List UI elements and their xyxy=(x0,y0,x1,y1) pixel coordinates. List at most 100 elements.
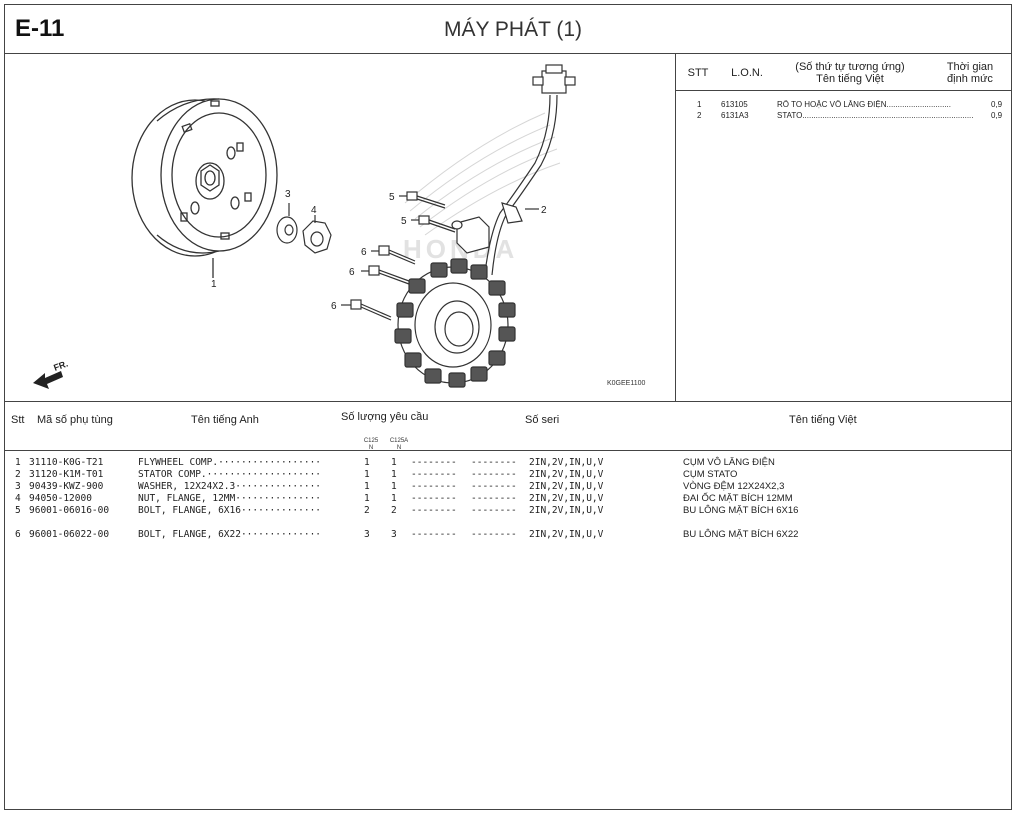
parts-cell-serial: 2IN,2V,IN,U,V xyxy=(529,457,604,468)
parts-cell-q1: 1 xyxy=(364,493,370,504)
lon-row: 1 613105 RÔ TO HOẶC VÔ LĂNG ĐIỆN........… xyxy=(675,100,1011,111)
parts-cell-q1: 1 xyxy=(364,457,370,468)
sheet-title-text: MÁY PHÁT (1) xyxy=(443,18,583,41)
parts-cell-name-vn: ĐAI ỐC MẶT BÍCH 12MM xyxy=(683,493,793,504)
lon-row-stt: 1 xyxy=(697,100,702,109)
nut-part xyxy=(302,215,332,254)
parts-cell-name-en: WASHER, 12X24X2.3··············· xyxy=(138,481,322,492)
lon-row-desc: RÔ TO HOẶC VÔ LĂNG ĐIỆN.................… xyxy=(777,100,951,109)
bolt-6-middle xyxy=(361,265,410,285)
col-header-name-en: Tên tiếng Anh xyxy=(191,414,259,426)
parts-cell-d2: -------- xyxy=(471,457,517,468)
parts-cell-name-en: BOLT, FLANGE, 6X22·············· xyxy=(138,529,322,540)
parts-cell-stt: 2 xyxy=(15,469,21,480)
parts-cell-q2: 1 xyxy=(391,481,397,492)
parts-cell-stt: 5 xyxy=(15,505,21,516)
bolt-5-upper xyxy=(399,191,446,209)
lon-header-desc-1: (Số thứ tự tương ứng) xyxy=(795,61,905,73)
col-header-part-no: Mã số phụ tùng xyxy=(37,414,113,426)
parts-row: 6 96001-06022-00 BOLT, FLANGE, 6X22·······… xyxy=(5,529,1011,541)
parts-cell-q2: 1 xyxy=(391,457,397,468)
parts-cell-q2: 1 xyxy=(391,493,397,504)
lon-row-time: 0,9 xyxy=(991,111,1003,120)
front-label: FR. xyxy=(52,359,69,373)
parts-cell-name-vn: VÒNG ĐỆM 12X24X2,3 xyxy=(683,481,785,492)
sheet-code: E-11 xyxy=(15,15,65,42)
pulser-bracket xyxy=(451,216,490,254)
parts-cell-q1: 1 xyxy=(364,469,370,480)
parts-cell-part-no: 94050-12000 xyxy=(29,493,92,504)
lon-row-time: 0,9 xyxy=(991,100,1003,109)
flywheel-part xyxy=(131,98,278,278)
parts-cell-q1: 1 xyxy=(364,481,370,492)
parts-row: 5 96001-06016-00 BOLT, FLANGE, 6X16·······… xyxy=(5,505,1011,517)
parts-cell-q2: 1 xyxy=(391,469,397,480)
parts-cell-serial: 2IN,2V,IN,U,V xyxy=(529,469,604,480)
exploded-diagram: HONDA 1 xyxy=(5,53,676,401)
parts-sheet: E-11 MÁY PHÁT (1) HONDA xyxy=(4,4,1012,810)
parts-cell-d2: -------- xyxy=(471,481,517,492)
parts-cell-d2: -------- xyxy=(471,529,517,540)
drawing-code: K0GEE1100 xyxy=(607,380,646,387)
callout-6c: 6 xyxy=(331,301,337,312)
parts-cell-serial: 2IN,2V,IN,U,V xyxy=(529,481,604,492)
parts-cell-q1: 2 xyxy=(364,505,370,516)
parts-cell-d2: -------- xyxy=(471,505,517,516)
parts-cell-serial: 2IN,2V,IN,U,V xyxy=(529,529,604,540)
sheet-title: MÁY PHÁT (1) xyxy=(5,18,1011,42)
parts-cell-d2: -------- xyxy=(471,469,517,480)
parts-cell-d1: -------- xyxy=(411,505,457,516)
lon-header-stt: STT xyxy=(687,67,709,79)
parts-cell-part-no: 90439-KWZ-900 xyxy=(29,481,104,492)
parts-cell-name-vn: CỤM STATO xyxy=(683,469,738,480)
parts-cell-name-en: BOLT, FLANGE, 6X16·············· xyxy=(138,505,322,516)
parts-cell-part-no: 96001-06022-00 xyxy=(29,529,110,540)
callout-2: 2 xyxy=(541,205,547,216)
lon-row-code: 613105 xyxy=(721,100,748,109)
parts-cell-q2: 3 xyxy=(391,529,397,540)
parts-cell-d2: -------- xyxy=(471,493,517,504)
callout-5b: 5 xyxy=(401,216,407,227)
callout-6b: 6 xyxy=(349,267,355,278)
bolt-5-lower xyxy=(411,215,456,233)
callout-4: 4 xyxy=(311,205,317,216)
stator-wire-harness xyxy=(484,64,576,276)
parts-cell-name-vn: BU LÔNG MẶT BÍCH 6X22 xyxy=(683,529,799,540)
parts-row: 2 31120-K1M-T01 STATOR COMP.··············… xyxy=(5,469,1011,481)
parts-table-header: Stt Mã số phụ tùng Tên tiếng Anh Số lượn… xyxy=(5,401,1011,451)
parts-cell-stt: 6 xyxy=(15,529,21,540)
parts-cell-stt: 1 xyxy=(15,457,21,468)
lon-row-code: 6131A3 xyxy=(721,111,749,120)
stator-part xyxy=(394,258,516,388)
parts-row: 3 90439-KWZ-900 WASHER, 12X24X2.3·········… xyxy=(5,481,1011,493)
bolt-6-top xyxy=(371,245,416,265)
col-header-serial: Số seri xyxy=(525,414,560,426)
parts-cell-stt: 4 xyxy=(15,493,21,504)
lon-row-desc: STATO...................................… xyxy=(777,111,974,120)
lon-row-stt: 2 xyxy=(697,111,702,120)
washer-part xyxy=(276,203,298,244)
lon-header-time-1: Thời gian xyxy=(946,61,994,73)
callout-6a: 6 xyxy=(361,247,367,258)
parts-cell-stt: 3 xyxy=(15,481,21,492)
sheet-header: E-11 MÁY PHÁT (1) xyxy=(5,5,1011,54)
col-header-qty: Số lượng yêu cầu xyxy=(341,411,429,423)
parts-cell-d1: -------- xyxy=(411,493,457,504)
honda-wing-watermark xyxy=(404,112,561,236)
parts-cell-name-en: STATOR COMP.···················· xyxy=(138,469,322,480)
parts-cell-d1: -------- xyxy=(411,469,457,480)
col-header-stt: Stt xyxy=(11,414,25,426)
labor-operation-table: STT L.O.N. (Số thứ tự tương ứng) Tên tiế… xyxy=(675,53,1011,401)
callout-5a: 5 xyxy=(389,192,395,203)
parts-cell-name-vn: BU LÔNG MẶT BÍCH 6X16 xyxy=(683,505,799,516)
parts-cell-q1: 3 xyxy=(364,529,370,540)
bolt-6-bottom xyxy=(341,299,392,321)
parts-cell-part-no: 31120-K1M-T01 xyxy=(29,469,104,480)
parts-cell-part-no: 96001-06016-00 xyxy=(29,505,110,516)
lon-row: 2 6131A3 STATO..........................… xyxy=(675,111,1011,122)
lon-header-divider xyxy=(675,90,1011,91)
lon-header-desc-2: Tên tiếng Việt xyxy=(816,73,884,85)
